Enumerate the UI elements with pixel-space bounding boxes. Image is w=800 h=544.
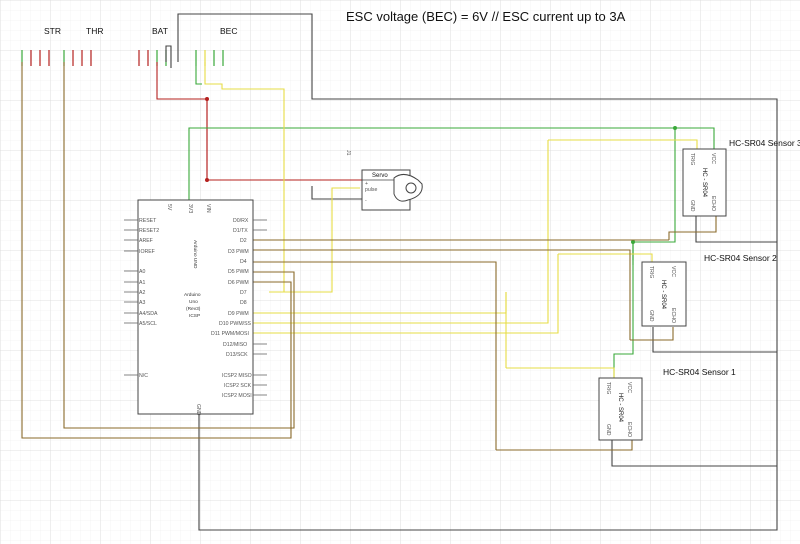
junction-green-2 [631, 240, 635, 244]
arduino-subtitle-1: Arduino [184, 292, 201, 298]
arduino-label: Arduino UNO [192, 240, 198, 269]
arduino-pin-d1: D1/TX [233, 228, 248, 234]
arduino-pin-gnd: GND [195, 404, 201, 416]
arduino-pin-a5: A5/SCL [139, 321, 157, 327]
arduino-pin-d13: D13/SCK [226, 352, 248, 358]
arduino-pin-vin: VIN [205, 204, 211, 213]
arduino-pin-a2: A2 [139, 290, 145, 296]
junction-red-top [205, 97, 209, 101]
sensor-2-pin-vcc: VCC [670, 266, 676, 277]
sensor-1-label: HC-SR04 Sensor 1 [663, 367, 736, 377]
arduino-right-pin-stubs [253, 219, 267, 396]
arduino-pin-d3: D3 PWM [228, 249, 249, 255]
arduino-left-pin-stubs [124, 219, 138, 376]
servo-pin-pulse: pulse [365, 187, 378, 193]
arduino-pin-icsp2-sck: ICSP2 SCK [224, 383, 252, 389]
arduino-subtitle-4: ICSP [189, 313, 200, 319]
servo: J1 Servo + pulse - [345, 150, 423, 211]
arduino-pin-3v3: 3V3 [187, 204, 193, 213]
arduino-pin-d9: D9 PWM [228, 311, 249, 317]
arduino-board: Arduino UNO Arduino Uno (Rev3) ICSP 5V 3… [137, 199, 254, 416]
sensor-3-pin-gnd: GND [689, 200, 695, 212]
wires-brown [21, 62, 717, 451]
arduino-pin-d8: D8 [240, 300, 247, 306]
arduino-pin-d2: D2 [240, 238, 247, 244]
arduino-pin-icsp2-miso: ICSP2 MISO [222, 373, 252, 379]
wires-black [165, 13, 778, 531]
connector-thr-label: THR [86, 26, 103, 36]
arduino-subtitle-3: (Rev3) [186, 306, 201, 312]
servo-pin-plus: + [365, 181, 368, 187]
sensor-2: TRIG VCC GND ECHO HC - SR04 HC-SR04 Sens… [641, 253, 777, 327]
arduino-pin-d11: D11 PWM/MOSI [211, 331, 249, 337]
arduino-pin-d12: D12/MISO [223, 342, 247, 348]
arduino-pin-aref: AREF [139, 238, 153, 244]
sensor-3-pin-echo: ECHO [710, 196, 716, 211]
arduino-pin-reset: RESET [139, 218, 157, 224]
arduino-pin-d0: D0/RX [233, 218, 249, 224]
connector-bat-label: BAT [152, 26, 168, 36]
arduino-pin-nc: N/C [139, 373, 148, 379]
servo-ref: J1 [345, 150, 351, 156]
arduino-pin-a3: A3 [139, 300, 145, 306]
sensor-2-pin-echo: ECHO [670, 308, 676, 323]
arduino-pin-d5: D5 PWM [228, 269, 249, 275]
arduino-pin-5v: 5V [166, 204, 172, 211]
page-title: ESC voltage (BEC) = 6V // ESC current up… [346, 9, 626, 24]
sensor-2-part: HC - SR04 [660, 280, 666, 310]
servo-pin-minus: - [365, 198, 367, 204]
arduino-pin-d7: D7 [240, 290, 247, 296]
arduino-pin-ioref: IOREF [139, 249, 155, 255]
connector-str-label: STR [44, 26, 61, 36]
arduino-pin-reset2: RESET2 [139, 228, 159, 234]
sensor-1-pin-gnd: GND [605, 424, 611, 436]
arduino-pin-d10: D10 PWM/SS [219, 321, 252, 327]
sensor-3: TRIG VCC GND ECHO HC - SR04 HC-SR04 Sens… [682, 138, 800, 217]
junction-green-1 [673, 126, 677, 130]
sensor-1-part: HC - SR04 [617, 393, 623, 423]
arduino-pin-a4: A4/SDA [139, 311, 158, 317]
sensor-3-part: HC - SR04 [701, 168, 707, 198]
sensor-2-pin-trig: TRIG [648, 266, 654, 278]
arduino-pin-a0: A0 [139, 269, 145, 275]
sensor-3-label: HC-SR04 Sensor 3 [729, 138, 800, 148]
arduino-pin-icsp2-mosi: ICSP2 MOSI [222, 393, 252, 399]
arduino-subtitle-2: Uno [189, 299, 198, 305]
sensor-3-pin-trig: TRIG [689, 153, 695, 165]
junction-red-bottom [205, 178, 209, 182]
arduino-pin-d6: D6 PWM [228, 280, 249, 286]
arduino-pin-d4: D4 [240, 259, 247, 265]
sensor-2-label: HC-SR04 Sensor 2 [704, 253, 777, 263]
sensor-1: TRIG VCC GND ECHO HC - SR04 HC-SR04 Sens… [598, 367, 736, 441]
connector-bec-label: BEC [220, 26, 237, 36]
sensor-1-pin-trig: TRIG [605, 382, 611, 394]
sensor-2-pin-gnd: GND [648, 310, 654, 322]
sensor-1-pin-vcc: VCC [626, 382, 632, 393]
sensor-3-pin-vcc: VCC [710, 153, 716, 164]
servo-name: Servo [372, 173, 388, 179]
sensor-1-pin-echo: ECHO [626, 422, 632, 437]
arduino-pin-a1: A1 [139, 280, 145, 286]
